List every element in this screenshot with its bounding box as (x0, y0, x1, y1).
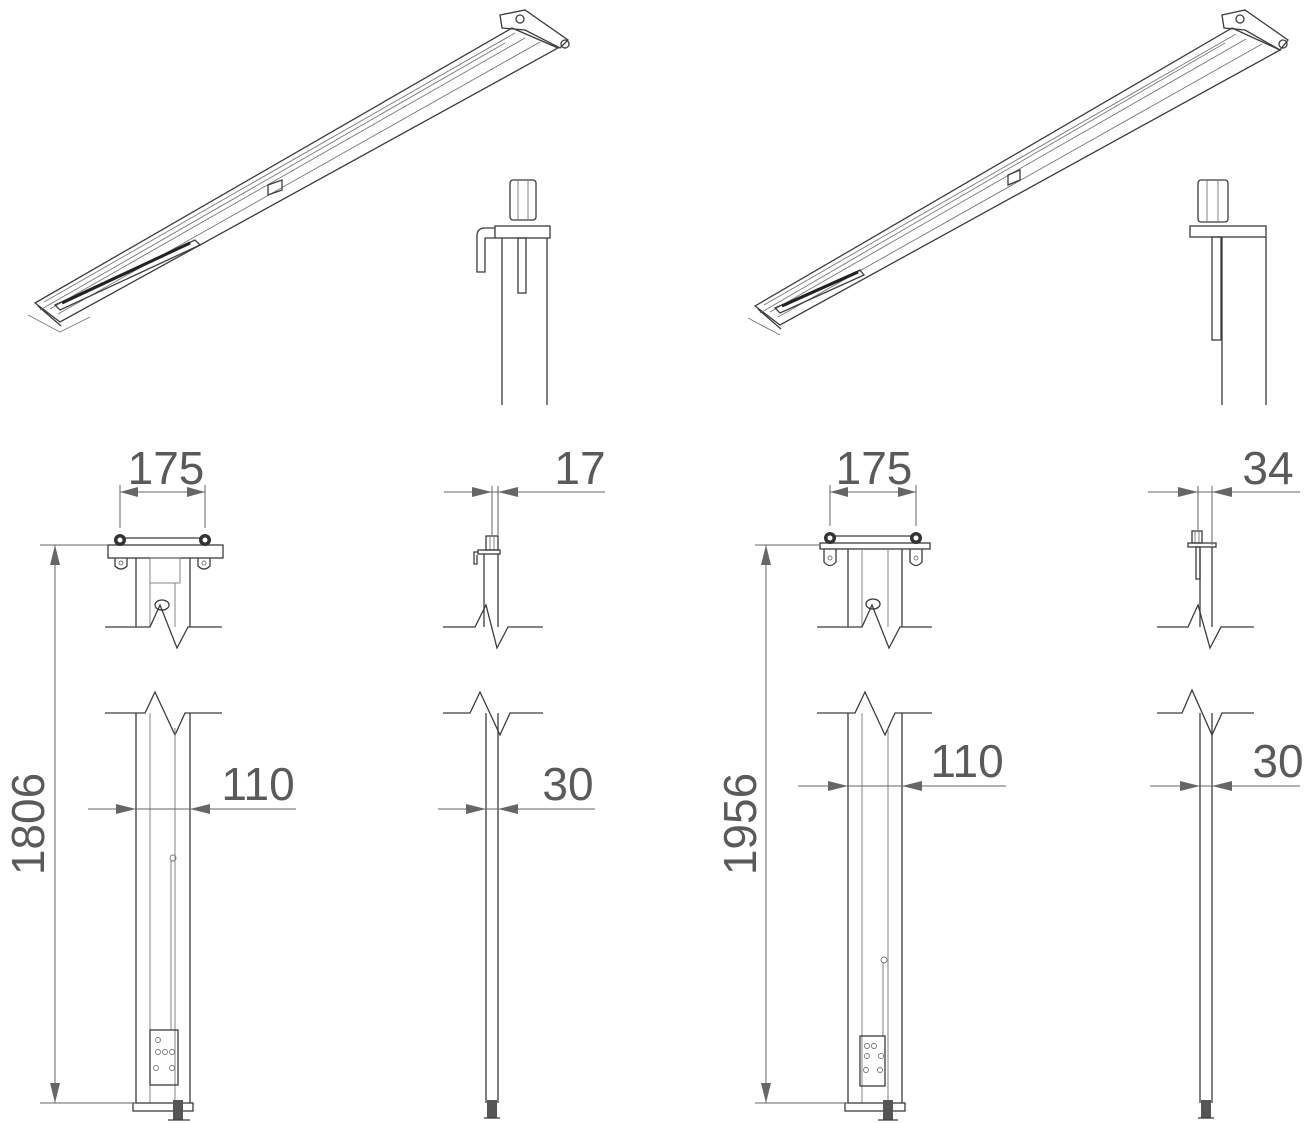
left-side-detail (476, 179, 551, 405)
dim-thickness-left: 17 (554, 442, 605, 494)
dim-height-left: 1806 (2, 773, 54, 875)
dim-height-right: 1956 (714, 773, 766, 875)
right-side-dimensions: 34 30 (1148, 442, 1304, 791)
dim-post-width-right: 110 (930, 735, 1003, 787)
right-front-dimensions: 175 1956 110 (714, 442, 1006, 1104)
dim-width-top-right: 175 (836, 442, 913, 494)
dim-side-width-left: 30 (542, 758, 593, 810)
dim-width-top-left: 175 (128, 442, 205, 494)
left-front-view (105, 534, 224, 1121)
dim-post-width-left: 110 (221, 758, 294, 810)
left-side-view (443, 535, 543, 1119)
right-side-detail (1189, 179, 1267, 405)
dim-side-width-right: 30 (1252, 735, 1303, 787)
right-isometric-rail (747, 9, 1289, 336)
left-side-dimensions: 17 30 (438, 442, 606, 814)
right-side-view (1157, 530, 1254, 1119)
left-front-dimensions: 175 1806 110 (2, 442, 296, 1104)
right-front-view (817, 532, 932, 1121)
left-isometric-rail (27, 9, 570, 333)
dim-thickness-right: 34 (1242, 442, 1293, 494)
